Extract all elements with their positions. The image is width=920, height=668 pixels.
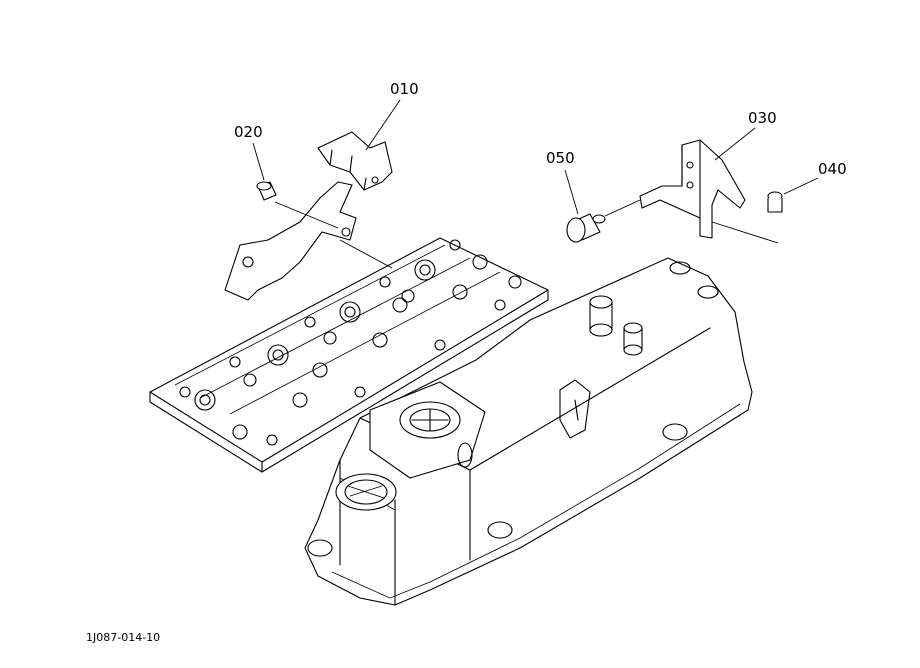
part-030-bracket — [639, 139, 746, 239]
oil-filler-neck — [369, 381, 486, 479]
callout-050: 050 — [546, 149, 575, 167]
callout-040: 040 — [818, 160, 847, 178]
callout-010: 010 — [390, 80, 419, 98]
part-050-grommet — [566, 213, 606, 243]
figure-code: 1J087-014-10 — [86, 631, 160, 644]
valve-cover — [304, 257, 753, 606]
callout-020: 020 — [234, 123, 263, 141]
cylinder-head-block — [149, 237, 549, 473]
filler-cap-port — [335, 473, 397, 511]
part-020-bolt — [256, 181, 277, 201]
callout-030: 030 — [748, 109, 777, 127]
leader-lines — [252, 99, 819, 269]
part-010-bracket — [224, 131, 393, 301]
part-040-bolt — [767, 191, 783, 213]
